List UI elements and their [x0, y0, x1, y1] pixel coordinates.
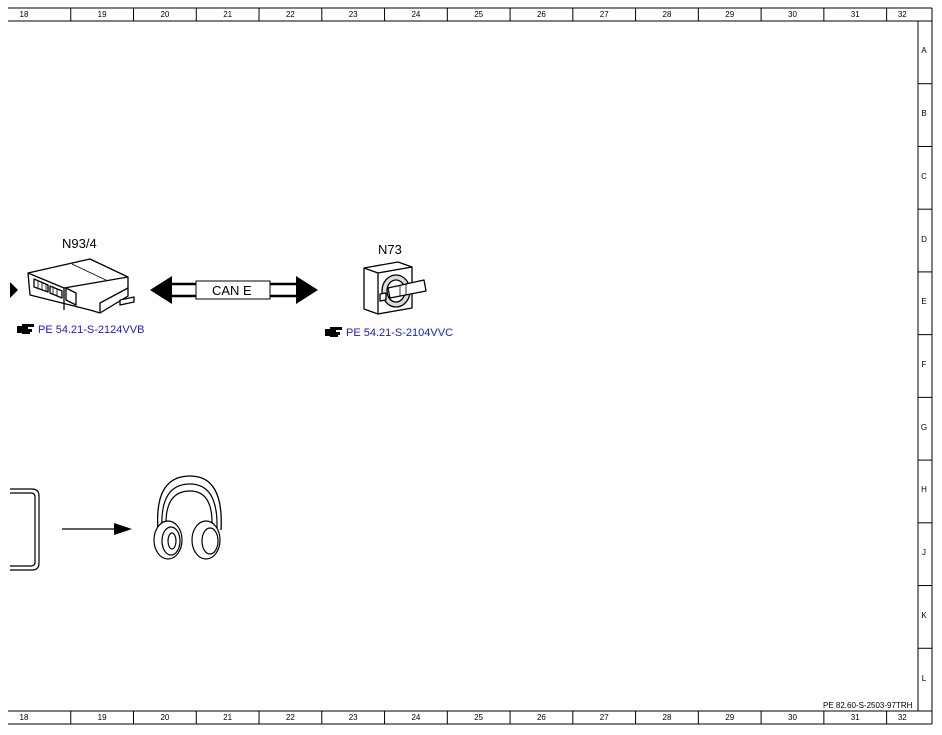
- column-label-top: 24: [411, 10, 421, 19]
- column-label-top: 29: [725, 10, 735, 19]
- component-name-n73: N73: [378, 242, 402, 257]
- column-label-top: 28: [662, 10, 672, 19]
- column-label-top: 30: [788, 10, 797, 19]
- column-label-bottom: 24: [411, 713, 421, 722]
- column-label-bottom: 19: [97, 713, 107, 722]
- row-label: E: [921, 297, 927, 307]
- row-label: K: [921, 610, 927, 620]
- column-label-top: 31: [850, 10, 860, 19]
- row-label: H: [921, 485, 927, 495]
- can-e-bus: [150, 276, 318, 304]
- column-label-bottom: 28: [662, 713, 672, 722]
- column-label-top: 20: [160, 10, 170, 19]
- column-label-top: 22: [285, 10, 295, 19]
- column-label-bottom: 27: [599, 713, 609, 722]
- bus-label: CAN E: [212, 283, 252, 298]
- hand-pointer-icon: [17, 324, 34, 334]
- display-icon: [10, 488, 40, 571]
- column-label-top: 26: [536, 10, 546, 19]
- row-label: C: [921, 171, 927, 181]
- column-label-top: 19: [97, 10, 107, 19]
- column-label-top: 18: [19, 10, 29, 19]
- row-label: D: [921, 234, 927, 244]
- reference-link-n93-4[interactable]: PE 54.21-S-2124VVB: [38, 324, 145, 336]
- column-label-top: 23: [348, 10, 358, 19]
- column-label-top: 25: [474, 10, 484, 19]
- row-label: F: [921, 360, 927, 369]
- component-name-n93-4: N93/4: [62, 236, 97, 251]
- column-label-bottom: 23: [348, 713, 358, 722]
- hand-pointer-icon: [325, 327, 342, 337]
- column-label-bottom: 31: [850, 713, 860, 722]
- reference-link-n73[interactable]: PE 54.21-S-2104VVC: [346, 327, 454, 339]
- grid-frame: [8, 7, 933, 725]
- control-unit-icon: [27, 258, 135, 314]
- column-label-bottom: 25: [474, 713, 484, 722]
- column-label-top: 21: [223, 10, 233, 19]
- column-label-bottom: 20: [160, 713, 170, 722]
- row-label: J: [922, 548, 926, 558]
- column-label-bottom: 26: [536, 713, 546, 722]
- column-label-bottom: 32: [897, 713, 907, 722]
- column-label-bottom: 29: [725, 713, 735, 722]
- column-label-bottom: 18: [19, 713, 29, 722]
- row-label: L: [921, 673, 927, 683]
- document-id: PE 82.60-S-2503-97TRH: [823, 701, 913, 710]
- row-label: G: [920, 422, 928, 432]
- column-label-top: 27: [599, 10, 609, 19]
- row-label: A: [921, 46, 927, 56]
- ignition-switch-icon: [363, 261, 427, 315]
- column-label-bottom: 30: [788, 713, 797, 722]
- row-label: B: [921, 109, 927, 119]
- headphones-icon: [153, 475, 222, 560]
- column-label-bottom: 22: [285, 713, 295, 722]
- left-arrow-tip: [10, 282, 18, 298]
- column-label-bottom: 21: [223, 713, 233, 722]
- column-label-top: 32: [897, 10, 907, 19]
- signal-arrow: [62, 523, 132, 535]
